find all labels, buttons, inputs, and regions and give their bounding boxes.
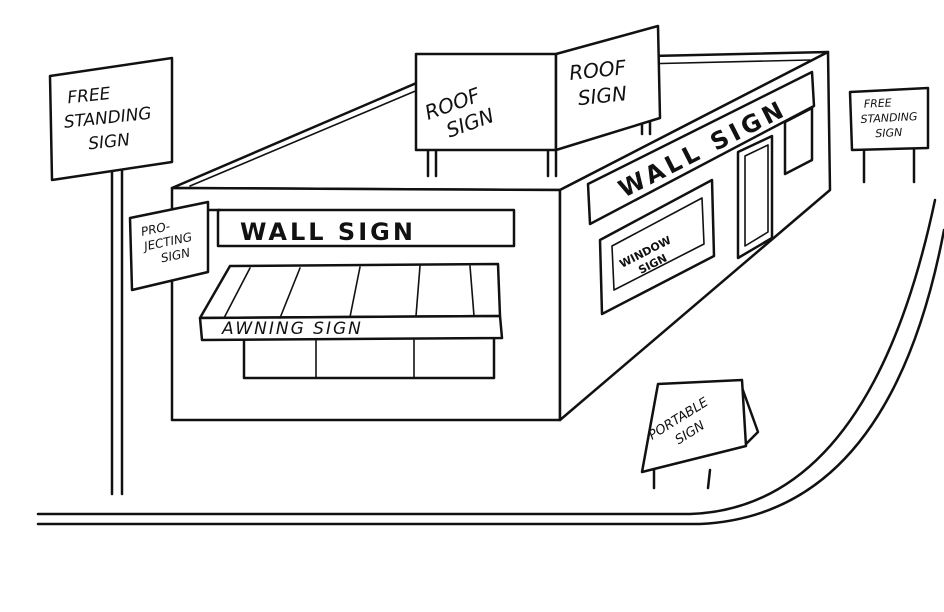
free-standing-sign-right: FREE STANDING SIGN: [850, 88, 928, 182]
portable-sign: PORTABLE SIGN: [642, 380, 758, 488]
free-standing-right-line-3: SIGN: [875, 126, 903, 140]
roof-sign-right-line-2: SIGN: [577, 81, 628, 110]
free-standing-right-line-1: FREE: [863, 96, 892, 110]
front-wall-sign-text: WALL SIGN: [240, 218, 416, 246]
awning-sign-text: AWNING SIGN: [221, 319, 363, 339]
awning-sign: AWNING SIGN: [200, 264, 502, 340]
front-wall-sign: WALL SIGN: [218, 210, 514, 246]
